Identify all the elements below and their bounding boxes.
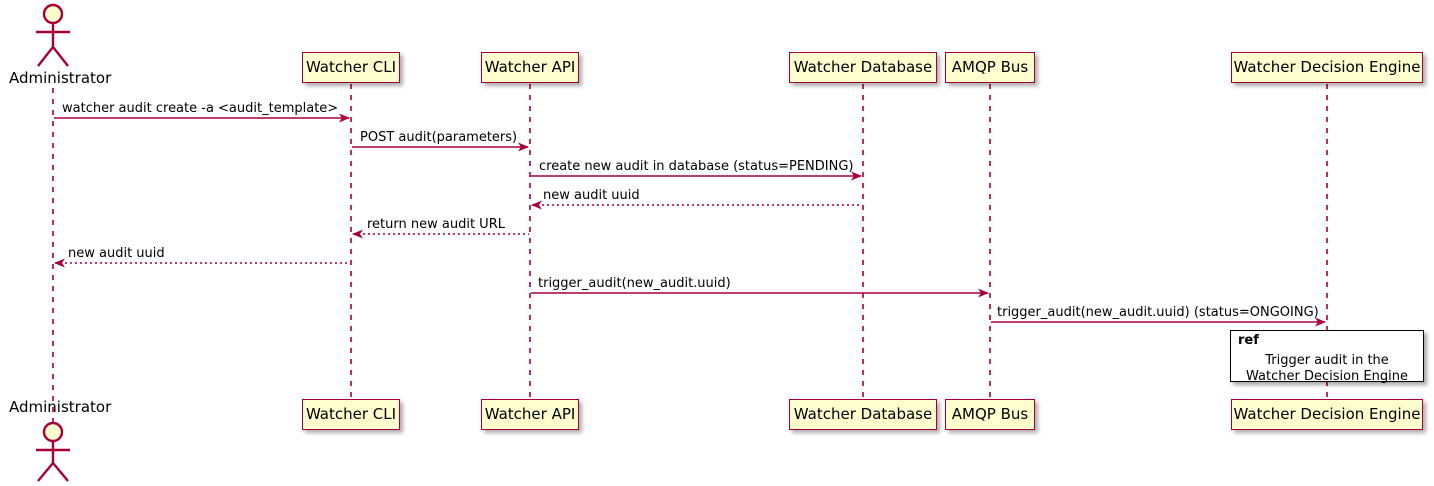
message-label-msg-1: watcher audit create -a <audit_template>	[62, 101, 339, 116]
actor-label-administrator-bottom: Administrator	[9, 398, 112, 416]
participant-box-amqp-bus-top[interactable]: AMQP Bus	[945, 52, 1035, 83]
participant-label: Watcher Decision Engine	[1233, 58, 1421, 76]
participant-label: Watcher API	[484, 405, 576, 423]
ref-fragment-line-2: Watcher Decision Engine	[1246, 369, 1408, 384]
participant-box-watcher-database-top[interactable]: Watcher Database	[789, 52, 937, 83]
actor-label-administrator-top: Administrator	[9, 69, 112, 87]
ref-fragment-tag: ref	[1231, 331, 1275, 350]
messages-group	[54, 113, 1326, 327]
participant-label: Watcher Database	[793, 405, 933, 423]
actor-figure-top	[36, 3, 70, 67]
participant-box-watcher-decision-engine-bottom[interactable]: Watcher Decision Engine	[1231, 399, 1423, 430]
ref-fragment: ref Trigger audit in the Watcher Decisio…	[1230, 330, 1424, 385]
message-label-msg-5: return new audit URL	[367, 217, 505, 232]
message-label-msg-2: POST audit(parameters)	[360, 130, 518, 145]
ref-fragment-body: Trigger audit in the Watcher Decision En…	[1231, 353, 1423, 385]
message-label-msg-6: new audit uuid	[68, 246, 165, 261]
participant-box-watcher-api-bottom[interactable]: Watcher API	[481, 399, 579, 430]
actor-figure-bottom	[36, 421, 70, 482]
participant-label: Watcher API	[484, 58, 576, 76]
participant-box-watcher-cli-top[interactable]: Watcher CLI	[302, 52, 400, 83]
participant-label: AMQP Bus	[951, 405, 1029, 423]
ref-fragment-line-1: Trigger audit in the	[1265, 353, 1389, 368]
participant-label: Watcher Database	[793, 58, 933, 76]
participant-box-amqp-bus-bottom[interactable]: AMQP Bus	[945, 399, 1035, 430]
participant-label: Watcher Decision Engine	[1233, 405, 1421, 423]
message-label-msg-3: create new audit in database (status=PEN…	[539, 159, 854, 174]
lifelines-group	[52, 84, 1328, 424]
participant-label: AMQP Bus	[951, 58, 1029, 76]
message-label-msg-7: trigger_audit(new_audit.uuid)	[538, 276, 731, 291]
participant-label: Watcher CLI	[305, 405, 397, 423]
message-label-msg-8: trigger_audit(new_audit.uuid) (status=ON…	[997, 305, 1319, 320]
participant-box-watcher-api-top[interactable]: Watcher API	[481, 52, 579, 83]
participant-box-watcher-cli-bottom[interactable]: Watcher CLI	[302, 399, 400, 430]
participant-box-watcher-decision-engine-top[interactable]: Watcher Decision Engine	[1231, 52, 1423, 83]
message-label-msg-4: new audit uuid	[543, 188, 640, 203]
participant-label: Watcher CLI	[305, 58, 397, 76]
participant-box-watcher-database-bottom[interactable]: Watcher Database	[789, 399, 937, 430]
